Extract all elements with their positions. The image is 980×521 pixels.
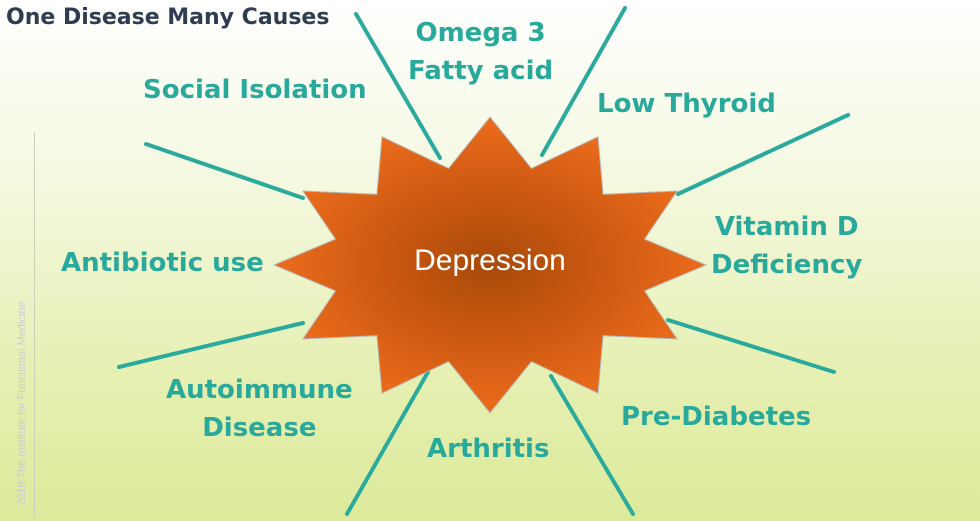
cause-vitamin-d-line2: Deficiency bbox=[711, 250, 863, 280]
cause-arthritis: Arthritis bbox=[427, 434, 550, 464]
cause-low-thyroid: Low Thyroid bbox=[597, 89, 776, 119]
cause-omega3-line2: Fatty acid bbox=[408, 56, 554, 86]
cause-autoimmune-line2: Disease bbox=[202, 413, 317, 443]
spoke-omega3 bbox=[354, 12, 442, 160]
spoke-low-thyroid bbox=[540, 6, 627, 157]
spoke-pre-diabetes bbox=[666, 318, 836, 374]
divider-line bbox=[34, 132, 35, 517]
cause-pre-diabetes: Pre-Diabetes bbox=[621, 402, 812, 432]
cause-vitamin-d: Vitamin D Deficiency bbox=[711, 208, 862, 284]
cause-vitamin-d-line1: Vitamin D bbox=[714, 212, 859, 242]
depression-starburst bbox=[272, 116, 708, 414]
cause-autoimmune-line1: Autoimmune bbox=[166, 375, 353, 405]
spoke-arthritis bbox=[549, 374, 635, 516]
spoke-antibiotic bbox=[117, 321, 305, 369]
spokes bbox=[117, 6, 850, 516]
cause-antibiotic: Antibiotic use bbox=[61, 248, 264, 278]
copyright-notice: 2019 The Institute for Functional Medici… bbox=[16, 301, 28, 506]
center-label: Depression bbox=[414, 244, 566, 277]
cause-omega3: Omega 3 Fatty acid bbox=[408, 14, 553, 90]
spoke-autoimmune bbox=[345, 370, 430, 516]
slide-title: One Disease Many Causes bbox=[6, 5, 330, 30]
cause-social-isolation: Social Isolation bbox=[143, 75, 367, 105]
spoke-social-isolation bbox=[144, 142, 305, 200]
cause-omega3-line1: Omega 3 bbox=[415, 18, 546, 48]
cause-autoimmune: Autoimmune Disease bbox=[166, 371, 353, 447]
spoke-vitamin-d bbox=[676, 113, 850, 196]
